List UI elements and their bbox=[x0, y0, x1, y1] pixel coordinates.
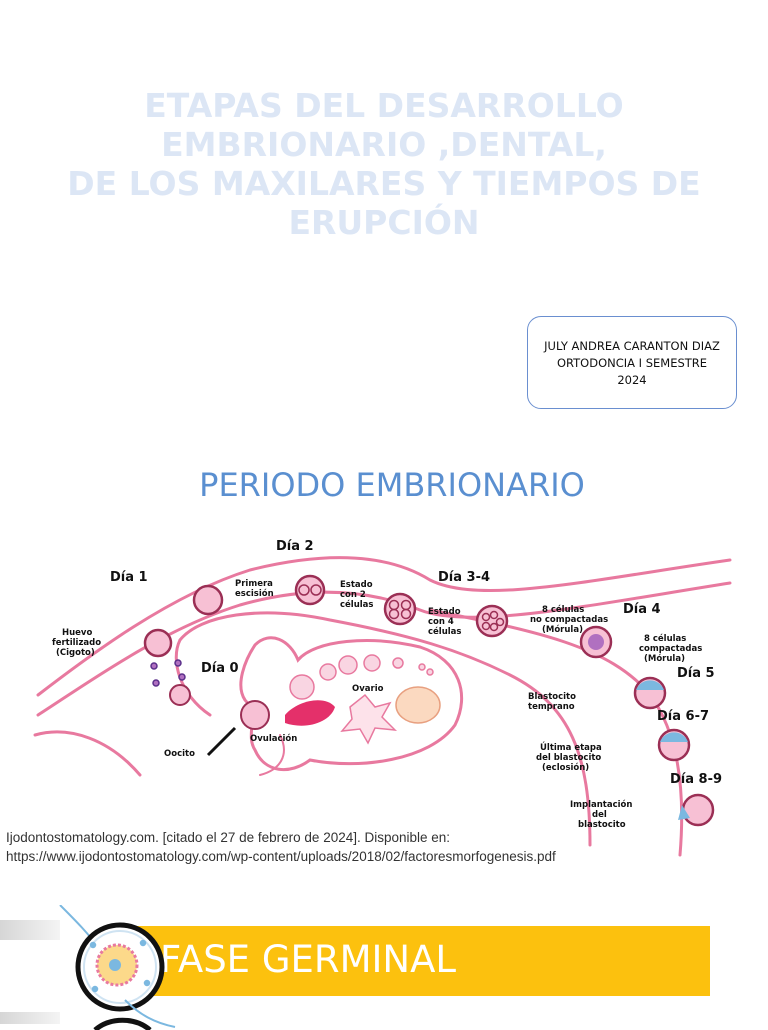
label-blastocito-temprano: Blastocito temprano bbox=[528, 692, 579, 712]
page-title: ETAPAS DEL DESARROLLO EMBRIONARIO ,DENTA… bbox=[40, 86, 728, 242]
follicle bbox=[319, 663, 337, 681]
phase-banner bbox=[130, 926, 710, 996]
embryo-development-diagram: Día 2 Día 1 Día 3-4 Día 4 Día 0 Día 5 Dí… bbox=[33, 539, 732, 857]
sperm bbox=[174, 659, 182, 667]
follicle bbox=[418, 663, 426, 671]
follicle bbox=[338, 655, 358, 675]
sperm bbox=[150, 662, 158, 670]
fertilization-icon bbox=[59, 905, 176, 1030]
label-huevo-fertilizado: Huevo fertilizado (Cigoto) bbox=[52, 628, 104, 658]
label-oocito: Oocito bbox=[164, 749, 195, 759]
fertilization-cell bbox=[169, 684, 191, 706]
oocyte-pointer bbox=[206, 726, 237, 757]
label-ultima-etapa: Última etapa del blastocito (eclosión) bbox=[536, 741, 605, 773]
tube-lower-wall bbox=[33, 730, 142, 777]
eight-cell-uncompacted bbox=[475, 604, 509, 638]
two-cell-stage bbox=[294, 574, 326, 606]
author-box: JULY ANDREA CARANTON DIAZ ORTODONCIA I S… bbox=[527, 316, 737, 409]
title-line-3: DE LOS MAXILARES Y TIEMPOS DE bbox=[67, 164, 701, 203]
blastomere bbox=[489, 610, 499, 620]
blastocyst-cavity bbox=[660, 732, 688, 742]
title-line-4: ERUPCIÓN bbox=[288, 203, 480, 242]
first-cleavage-cell bbox=[192, 584, 224, 616]
implantation-site bbox=[678, 805, 690, 820]
label-day-0: Día 0 bbox=[201, 661, 239, 676]
label-day-5: Día 5 bbox=[677, 666, 715, 681]
implanting-blastocyst bbox=[681, 793, 715, 827]
blastomere bbox=[489, 622, 499, 632]
citation: Ijodontostomatology.com. [citado el 27 d… bbox=[6, 828, 556, 866]
blastomere bbox=[495, 617, 505, 627]
corpus-luteum bbox=[395, 686, 441, 724]
title-line-2: EMBRIONARIO ,DENTAL, bbox=[161, 125, 607, 164]
four-cell-stage bbox=[383, 592, 417, 626]
blastomere bbox=[400, 608, 412, 620]
label-day-2: Día 2 bbox=[276, 539, 314, 554]
phase-title: FASE GERMINAL bbox=[160, 938, 457, 981]
blastomere bbox=[388, 608, 400, 620]
corpus-albicans bbox=[340, 693, 398, 745]
decorative-strip bbox=[0, 1012, 60, 1024]
oocyte-cell bbox=[240, 700, 270, 730]
label-primera-escision: Primera escisión bbox=[235, 579, 276, 599]
follicle bbox=[363, 654, 381, 672]
follicle bbox=[392, 657, 404, 669]
ruptured-follicle bbox=[285, 700, 335, 726]
author-year: 2024 bbox=[617, 373, 647, 387]
blastomere bbox=[481, 621, 491, 631]
section-heading: PERIODO EMBRIONARIO bbox=[199, 466, 585, 504]
tube-inner-wall-top bbox=[36, 581, 732, 717]
tube-inner-wall bbox=[178, 611, 592, 847]
label-compactadas: 8 células compactadas (Mórula) bbox=[639, 633, 705, 664]
blastomere bbox=[481, 612, 491, 622]
sperm bbox=[178, 673, 186, 681]
blastocyst-cavity bbox=[636, 680, 664, 690]
ovary-ligament bbox=[259, 734, 285, 776]
label-day-6-7: Día 6-7 bbox=[657, 709, 709, 724]
label-ovario: Ovario bbox=[352, 684, 384, 694]
tube-outer-wall bbox=[36, 556, 732, 697]
decorative-strip bbox=[0, 920, 60, 940]
author-name: JULY ANDREA CARANTON DIAZ bbox=[544, 339, 720, 353]
follicle bbox=[289, 674, 315, 700]
citation-line-2: https://www.ijodontostomatology.com/wp-c… bbox=[6, 849, 556, 864]
label-no-compactadas: 8 células no compactadas (Mórula) bbox=[530, 604, 611, 635]
zygote-cell bbox=[143, 628, 173, 658]
label-ovulacion: Ovulación bbox=[250, 733, 297, 744]
title-line-1: ETAPAS DEL DESARROLLO bbox=[144, 86, 624, 125]
label-day-8-9: Día 8-9 bbox=[670, 772, 722, 787]
sperm bbox=[152, 679, 160, 687]
citation-line-1: Ijodontostomatology.com. [citado el 27 d… bbox=[6, 830, 451, 845]
blastomere bbox=[310, 584, 322, 596]
author-program: ORTODONCIA I SEMESTRE bbox=[556, 356, 708, 370]
label-implantacion: Implantación del blastocito bbox=[570, 799, 635, 830]
blastomere bbox=[298, 584, 310, 596]
compacted-inner-mass bbox=[588, 634, 604, 650]
label-day-4: Día 4 bbox=[623, 602, 661, 617]
label-day-3-4: Día 3-4 bbox=[438, 570, 490, 585]
follicle bbox=[426, 668, 434, 676]
label-day-1: Día 1 bbox=[110, 570, 148, 585]
label-estado-4: Estado con 4 células bbox=[428, 607, 464, 637]
label-estado-2: Estado con 2 células bbox=[340, 580, 376, 610]
